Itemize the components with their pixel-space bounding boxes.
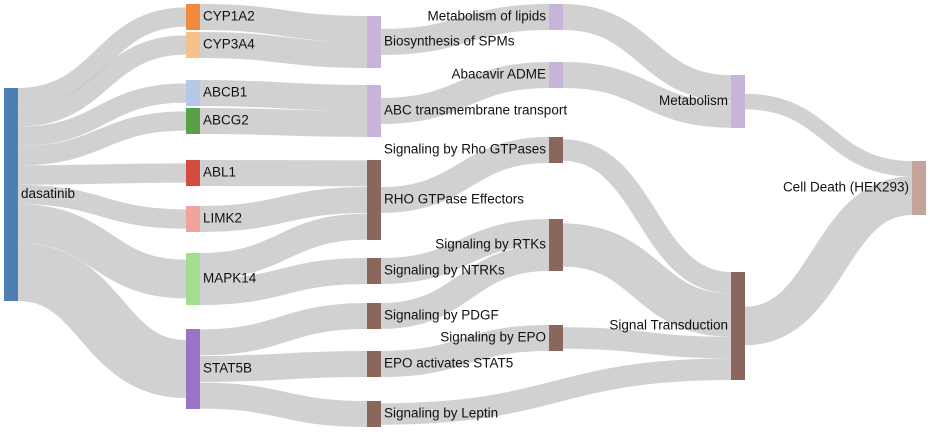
link-NTRKs-to-RTKs	[380, 219, 550, 284]
link-dasatinib-to-ABCG2	[17, 111, 187, 166]
sankey-nodes	[4, 4, 926, 427]
node-label-CellDeath: Cell Death (HEK293)	[783, 180, 909, 195]
node-SignalTransduction	[731, 272, 745, 380]
link-ABCG2-to-ABCtransport	[199, 108, 368, 137]
link-CYP3A4-to-BiosynthesisSPMs	[199, 32, 368, 68]
link-MAPK14-to-RhoEffectors	[199, 213, 368, 279]
node-PDGF	[367, 303, 381, 329]
node-label-dasatinib: dasatinib	[21, 186, 75, 201]
node-label-BiosynthesisSPMs: Biosynthesis of SPMs	[384, 34, 515, 49]
link-dasatinib-to-MAPK14	[17, 204, 187, 299]
link-dasatinib-to-ABCB1	[17, 83, 187, 147]
link-MAPK14-to-NTRKs	[199, 258, 368, 305]
link-EPO-to-SignalTransduction	[562, 327, 732, 359]
node-EPO	[549, 325, 563, 351]
node-MetabLipids	[549, 4, 563, 30]
sankey-links	[16, 4, 914, 427]
node-label-NTRKs: Signaling by NTRKs	[384, 263, 505, 278]
link-EPOactSTAT5-to-EPO	[380, 325, 550, 377]
link-LIMK2-to-RhoEffectors	[199, 187, 368, 232]
node-Metabolism	[731, 75, 745, 128]
node-NTRKs	[367, 258, 381, 284]
node-label-ABCG2: ABCG2	[203, 113, 249, 128]
node-RTKs	[549, 219, 563, 271]
node-ABCG2	[186, 108, 200, 134]
node-label-PDGF: Signaling by PDGF	[384, 308, 499, 323]
node-STAT5B	[186, 329, 200, 409]
node-CellDeath	[912, 161, 926, 215]
node-label-STAT5B: STAT5B	[203, 361, 252, 376]
node-label-SignalTransduction: Signal Transduction	[609, 318, 728, 333]
node-label-RhoGTPases: Signaling by Rho GTPases	[384, 142, 546, 157]
node-RhoEffectors	[367, 160, 381, 240]
link-RhoEffectors-to-RhoGTPases	[380, 137, 550, 213]
node-label-AbacavirADME: Abacavir ADME	[451, 67, 546, 82]
node-label-CYP3A4: CYP3A4	[203, 37, 255, 52]
link-dasatinib-to-CYP1A2	[17, 7, 187, 108]
node-RhoGTPases	[549, 137, 563, 163]
node-label-MAPK14: MAPK14	[203, 271, 257, 286]
node-AbacavirADME	[549, 62, 563, 88]
node-label-EPO: Signaling by EPO	[440, 330, 546, 345]
link-BiosynthesisSPMs-to-MetabLipids	[380, 4, 550, 55]
link-SignalTransduction-to-CellDeath	[743, 176, 914, 346]
node-label-RTKs: Signaling by RTKs	[435, 237, 546, 252]
link-ABCB1-to-ABCtransport	[199, 80, 368, 111]
node-CYP1A2	[186, 4, 200, 30]
node-label-EPOactSTAT5: EPO activates STAT5	[384, 356, 513, 371]
node-ABCtransport	[367, 85, 381, 137]
link-MetabLipids-to-Metabolism	[562, 4, 732, 102]
node-ABCB1	[186, 80, 200, 106]
sankey-labels: dasatinib CYP1A2CYP3A4ABCB1ABCG2ABL1LIMK2…	[21, 9, 909, 421]
link-PDGF-to-RTKs	[380, 245, 550, 329]
link-dasatinib-to-LIMK2	[17, 184, 187, 229]
node-ABL1	[186, 160, 200, 186]
node-BiosynthesisSPMs	[367, 16, 381, 68]
node-label-CYP1A2: CYP1A2	[203, 9, 255, 24]
node-LIMK2	[186, 206, 200, 232]
link-RhoGTPases-to-SignalTransduction	[562, 139, 732, 294]
node-label-RhoEffectors: RHO GTPase Effectors	[384, 192, 524, 207]
link-STAT5B-to-EPOactSTAT5	[199, 351, 368, 382]
node-Leptin	[367, 401, 381, 427]
link-STAT5B-to-Leptin	[199, 382, 368, 427]
node-label-Metabolism: Metabolism	[659, 93, 728, 108]
link-ABCtransport-to-AbacavirADME	[380, 62, 550, 124]
node-EPOactSTAT5	[367, 351, 381, 377]
link-STAT5B-to-PDGF	[199, 303, 368, 356]
link-RTKs-to-SignalTransduction	[562, 223, 732, 337]
link-Metabolism-to-CellDeath	[744, 93, 913, 177]
link-dasatinib-to-CYP3A4	[17, 35, 187, 127]
node-label-LIMK2: LIMK2	[203, 211, 242, 226]
node-CYP3A4	[186, 32, 200, 58]
link-dasatinib-to-STAT5B	[16, 242, 188, 399]
node-label-ABCB1: ABCB1	[203, 85, 247, 100]
node-label-ABL1: ABL1	[203, 165, 236, 180]
node-dasatinib	[4, 88, 18, 301]
node-label-ABCtransport: ABC transmembrane transport	[384, 103, 567, 118]
node-MAPK14	[186, 253, 200, 305]
link-AbacavirADME-to-Metabolism	[562, 62, 732, 128]
node-label-MetabLipids: Metabolism of lipids	[427, 9, 546, 24]
link-CYP1A2-to-BiosynthesisSPMs	[199, 4, 368, 42]
link-Leptin-to-SignalTransduction	[380, 358, 732, 425]
node-label-Leptin: Signaling by Leptin	[384, 406, 498, 421]
link-dasatinib-to-ABL1	[17, 163, 187, 185]
